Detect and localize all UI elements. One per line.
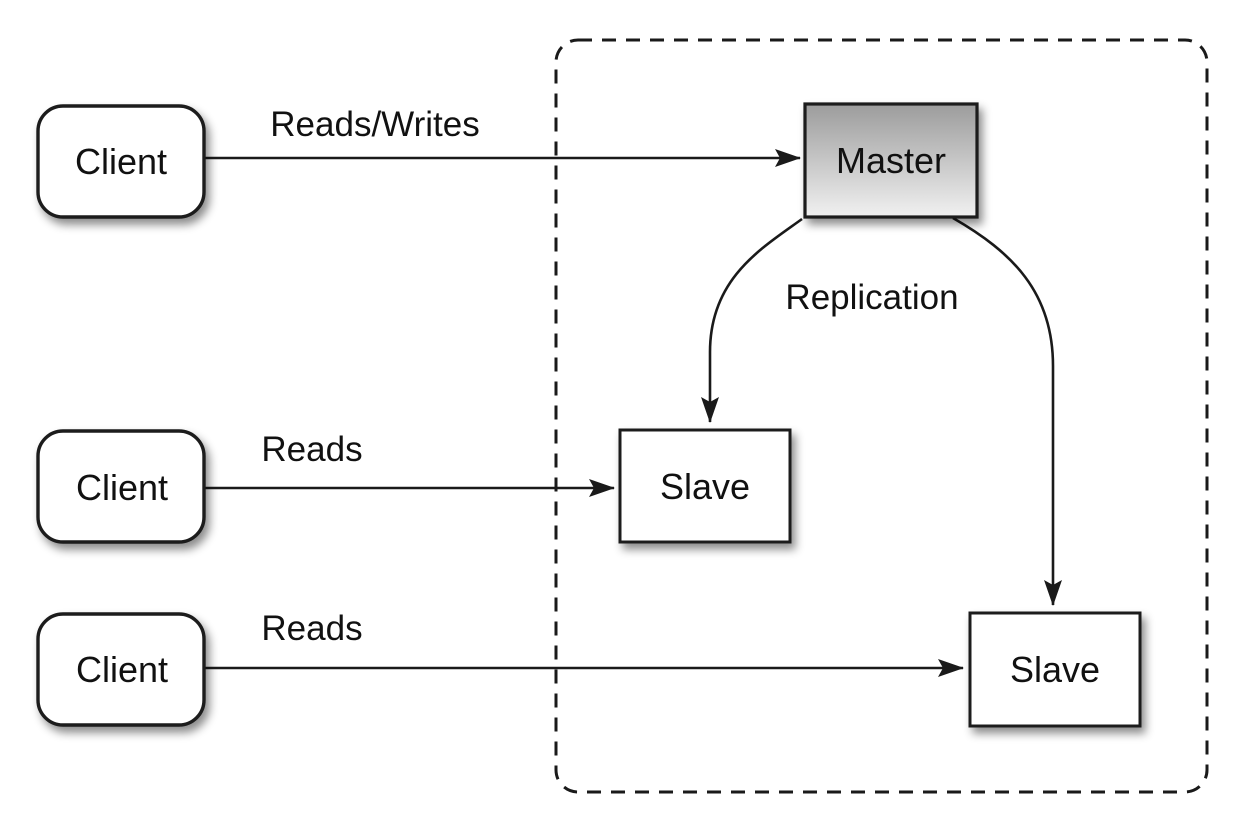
client-node-top: Client: [36, 104, 206, 219]
client-top-label: Client: [75, 141, 167, 182]
master-node: Master: [803, 102, 979, 219]
slave-node-middle: Slave: [618, 428, 792, 544]
client-node-bottom: Client: [36, 612, 206, 727]
edge-label-replication: Replication: [785, 278, 958, 317]
cluster-boundary: [554, 38, 1209, 794]
slave-bottom-label: Slave: [1010, 649, 1100, 690]
slave-middle-label: Slave: [660, 466, 750, 507]
master-label: Master: [836, 140, 946, 181]
edge-label-reads-writes: Reads/Writes: [270, 105, 479, 144]
edge-master-to-slave-middle: [701, 217, 803, 423]
slave-node-bottom: Slave: [968, 611, 1142, 728]
client-node-middle: Client: [36, 429, 206, 544]
edge-label-reads-middle: Reads: [261, 430, 362, 469]
edge-master-to-slave-bottom: [952, 216, 1062, 606]
edge-label-reads-bottom: Reads: [261, 609, 362, 648]
client-middle-label: Client: [76, 467, 168, 508]
client-bottom-label: Client: [76, 649, 168, 690]
